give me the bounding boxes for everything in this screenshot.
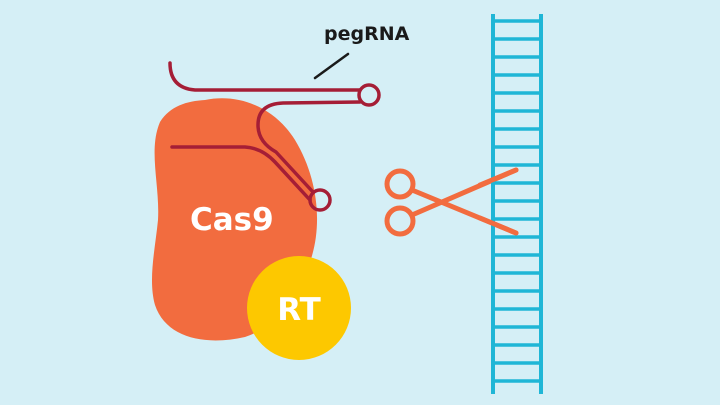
- pegrna-callout-line: [313, 52, 350, 80]
- rt-enzyme: [247, 256, 351, 360]
- dna-rungs: [493, 19, 541, 383]
- cas9-label: Cas9: [190, 202, 274, 238]
- scissors-blade-tips: [477, 167, 519, 236]
- dna-ladder: [491, 14, 543, 394]
- rt-label: RT: [277, 292, 321, 328]
- pegrna-strand: [168, 61, 381, 212]
- pegrna-label: pegRNA: [324, 23, 410, 45]
